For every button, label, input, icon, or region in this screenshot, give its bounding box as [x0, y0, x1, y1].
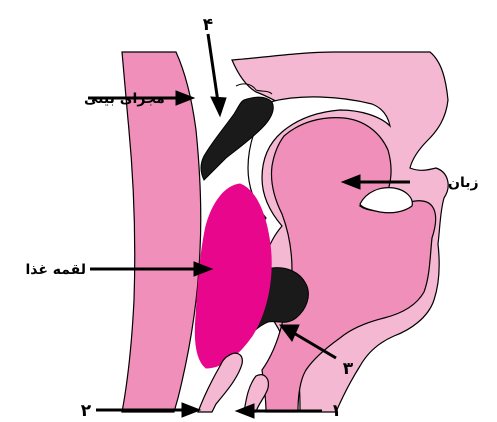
label-marker-2: ۲ [81, 401, 92, 421]
food-bolus [195, 184, 271, 368]
arrow-2-head [182, 403, 200, 417]
label-nasal-passage: مجرای بینی [84, 91, 165, 107]
label-marker-1: ۱ [331, 401, 341, 421]
arrow-4 [208, 34, 218, 102]
label-marker-3: ۳ [343, 359, 354, 379]
label-tongue: زبان [448, 175, 479, 191]
label-marker-4: ۴ [203, 15, 213, 35]
arrow-4-head [211, 97, 226, 116]
label-food-bolus: لقمه غذا [25, 262, 86, 278]
